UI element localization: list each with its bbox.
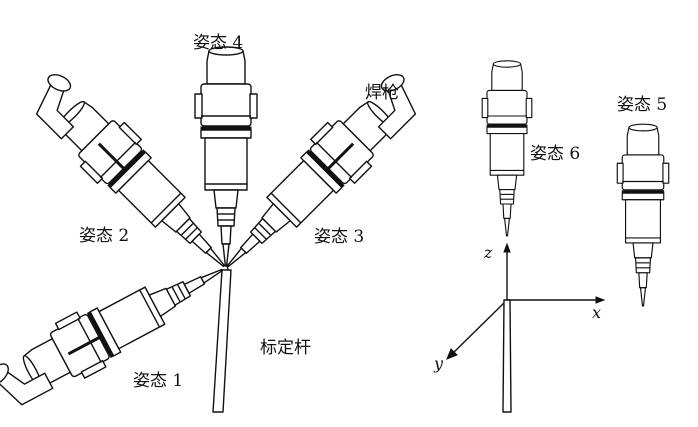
calibration-rod-label: 标定杆 — [260, 338, 311, 358]
x-axis-label: x — [592, 303, 602, 322]
torch-pose-4 — [194, 46, 258, 267]
pose-1-label: 姿态 1 — [133, 371, 184, 391]
pose-6-label: 姿态 6 — [530, 144, 581, 164]
pose-2-label: 姿态 2 — [79, 226, 130, 246]
torch-pose-1 — [0, 243, 237, 420]
coordinate-frame — [446, 242, 606, 413]
torch-label: 焊枪 — [365, 83, 399, 103]
pose-3-label: 姿态 3 — [314, 227, 365, 247]
y-axis-label: y — [434, 354, 444, 373]
pose-5-label: 姿态 5 — [617, 95, 668, 115]
torch-pose-6 — [481, 60, 533, 237]
pose-4-label: 姿态 4 — [193, 33, 244, 53]
z-axis-label: z — [484, 243, 493, 262]
calibration-rod — [212, 257, 232, 413]
torch-pose-5 — [616, 123, 670, 307]
